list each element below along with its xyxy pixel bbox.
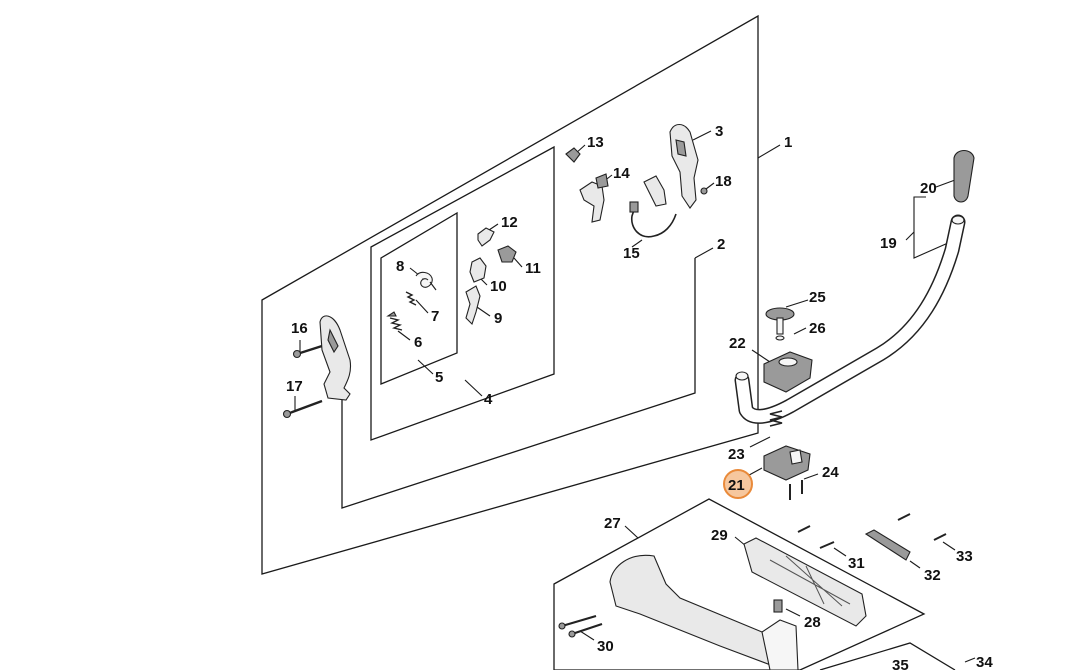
part-8-spring (415, 271, 437, 291)
callout-15[interactable]: 15 (623, 245, 640, 262)
part-20-grip (953, 149, 975, 203)
assembly-frame-4 (370, 145, 555, 441)
callout-33[interactable]: 33 (956, 548, 973, 565)
highlight-circle-21 (723, 469, 753, 499)
part-9-trigger (465, 285, 481, 326)
callout-34[interactable]: 34 (976, 654, 993, 670)
part-25-knob (765, 307, 795, 335)
callout-21[interactable]: 21 (728, 477, 745, 494)
assembly-frame-5 (380, 211, 458, 385)
callout-31[interactable]: 31 (848, 555, 865, 572)
callout-25[interactable]: 25 (809, 289, 826, 306)
callout-18[interactable]: 18 (715, 173, 732, 190)
part-23-spring (769, 410, 783, 427)
callout-27[interactable]: 27 (604, 515, 621, 532)
callout-2[interactable]: 2 (717, 236, 725, 253)
part-12-lever (477, 227, 495, 247)
callout-28[interactable]: 28 (804, 614, 821, 631)
part-32-strip (864, 529, 911, 561)
callout-8[interactable]: 8 (396, 258, 404, 275)
part-3-handle-half (669, 123, 699, 209)
part-22-clamp-top (763, 351, 813, 393)
part-7-spring (405, 291, 417, 306)
callout-9[interactable]: 9 (494, 310, 502, 327)
callout-1[interactable]: 1 (784, 134, 792, 151)
assembly-frame-1 (261, 14, 759, 575)
callout-22[interactable]: 22 (729, 335, 746, 352)
part-15-switch-cable (629, 175, 677, 238)
callout-20[interactable]: 20 (920, 180, 937, 197)
callout-12[interactable]: 12 (501, 214, 518, 231)
part-24-screws (789, 480, 803, 500)
callout-6[interactable]: 6 (414, 334, 422, 351)
callout-26[interactable]: 26 (809, 320, 826, 337)
part-handle-half-left (319, 315, 352, 401)
callout-labels: 1 2 3 4 5 6 7 8 9 10 11 12 13 14 15 16 1… (286, 123, 993, 670)
callout-3[interactable]: 3 (715, 123, 723, 140)
part-14-trigger (579, 173, 609, 223)
assembly-frame-35 (819, 642, 956, 670)
callout-35[interactable]: 35 (892, 657, 909, 670)
callout-13[interactable]: 13 (587, 134, 604, 151)
part-6-spring (386, 311, 403, 331)
part-26-washer (775, 335, 785, 341)
callout-5[interactable]: 5 (435, 369, 443, 386)
part-30-screws (558, 614, 603, 638)
part-18-screw (700, 187, 708, 195)
callout-11[interactable]: 11 (525, 260, 541, 277)
part-13-nut (565, 147, 581, 163)
assembly-frame-2 (341, 258, 696, 509)
callout-16[interactable]: 16 (291, 320, 308, 337)
part-31-screw (819, 541, 835, 549)
callout-19[interactable]: 19 (880, 235, 897, 252)
callout-32[interactable]: 32 (924, 567, 941, 584)
callout-10[interactable]: 10 (490, 278, 507, 295)
callout-23[interactable]: 23 (728, 446, 745, 463)
callout-24[interactable]: 24 (822, 464, 839, 481)
part-28-plug (773, 599, 783, 613)
callout-17[interactable]: 17 (286, 378, 303, 395)
part-10-lever (469, 257, 487, 283)
callout-30[interactable]: 30 (597, 638, 614, 655)
callout-7[interactable]: 7 (431, 308, 439, 325)
part-19-handlebar-tube (734, 214, 966, 424)
part-33-screw (933, 533, 947, 541)
part-17-screw (282, 399, 323, 419)
assembly-frame-27 (553, 498, 926, 670)
part-16-screw (292, 344, 323, 359)
callout-4[interactable]: 4 (484, 391, 493, 408)
callout-29[interactable]: 29 (711, 527, 728, 544)
part-29-cover (743, 537, 867, 627)
part-screw-upper (797, 513, 911, 533)
callout-14[interactable]: 14 (613, 165, 630, 182)
part-21-clamp-bottom (763, 445, 811, 481)
part-11-catch (497, 245, 517, 263)
part-27-housing (609, 554, 799, 670)
